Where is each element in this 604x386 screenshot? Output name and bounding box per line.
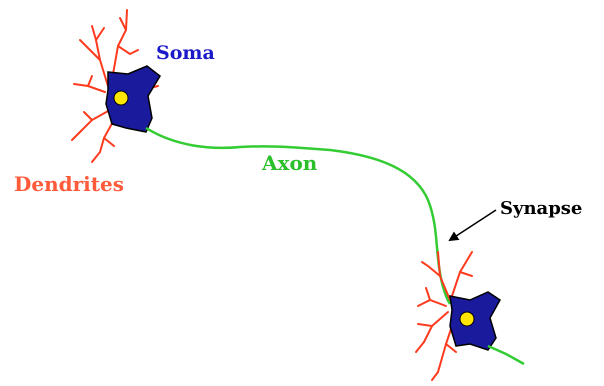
upper-dendrites	[71, 9, 159, 163]
synapse-label: Synapse	[500, 198, 582, 219]
lower-axon	[487, 344, 525, 366]
upper-soma	[105, 65, 161, 133]
dendrites-label: Dendrites	[14, 172, 124, 196]
soma-label: Soma	[156, 42, 215, 64]
lower-dendrites	[415, 251, 473, 381]
axon-label: Axon	[261, 151, 318, 175]
upper-nucleus	[113, 90, 129, 106]
synapse-arrow	[448, 209, 497, 242]
lower-nucleus	[459, 311, 475, 327]
lower-soma	[449, 291, 501, 351]
